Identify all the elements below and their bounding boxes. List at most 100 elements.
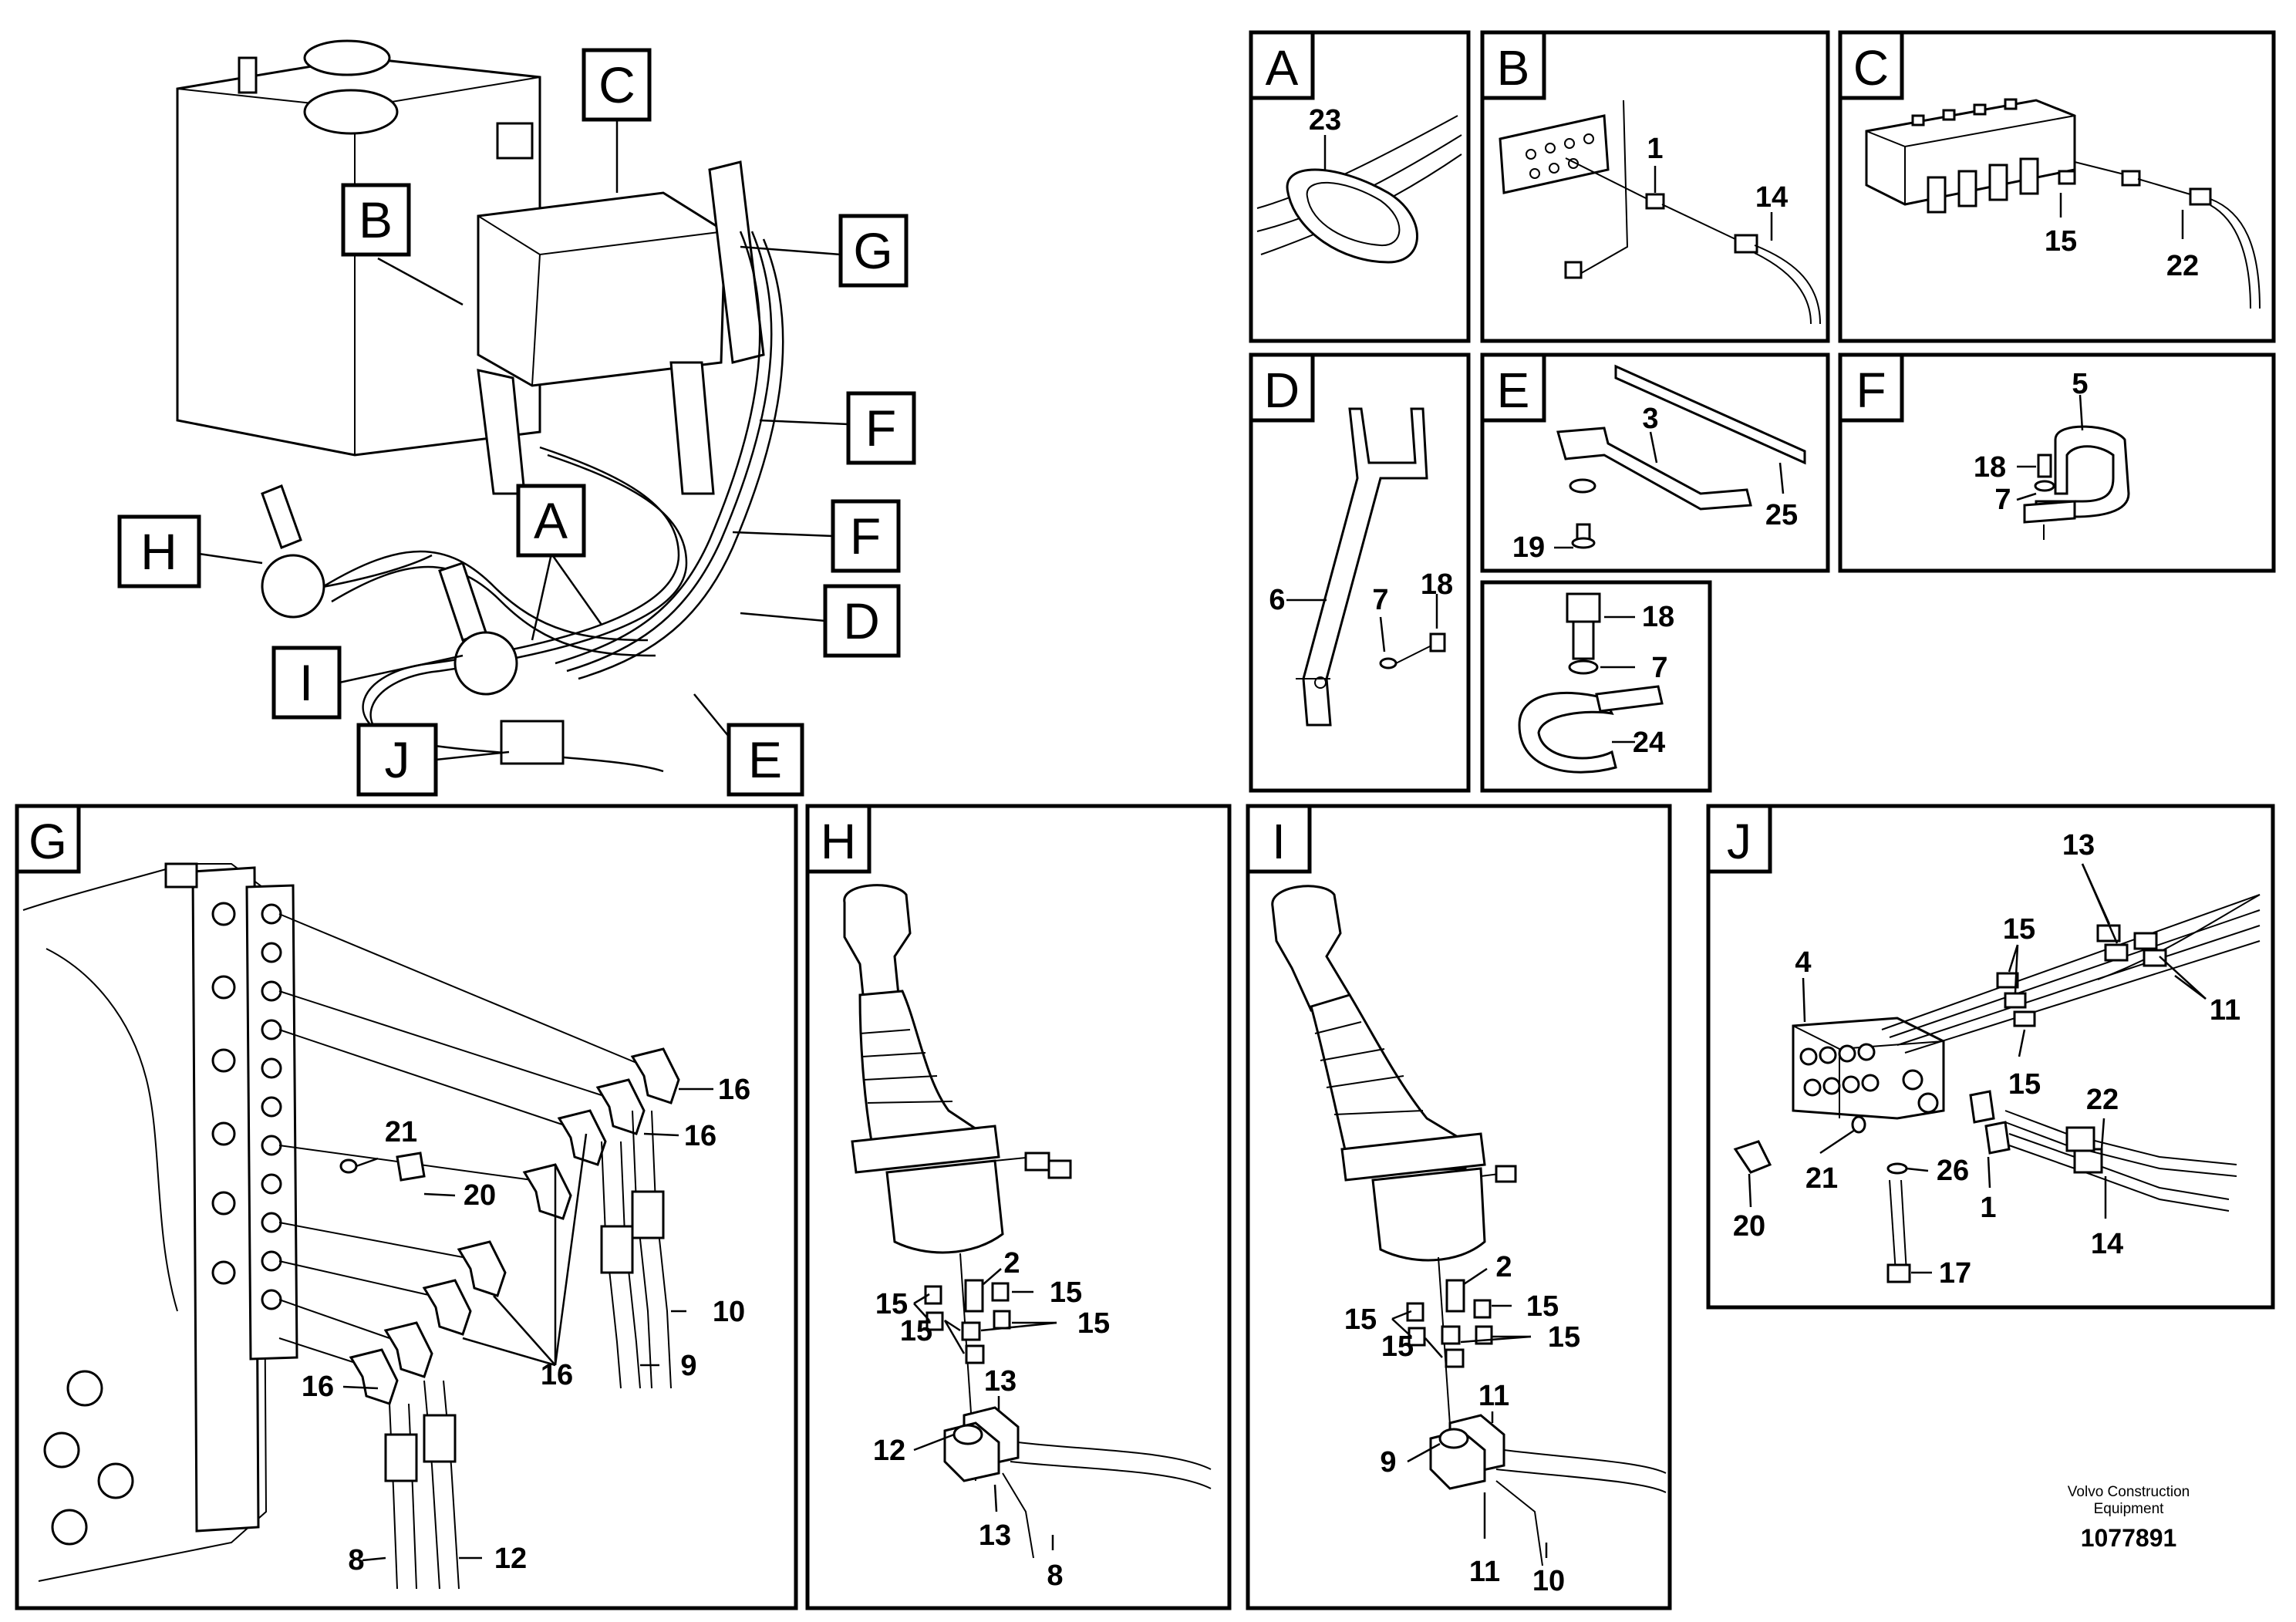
part-number-label: 15 [1344,1303,1377,1336]
part-number-label: 10 [1532,1565,1565,1597]
panel-tab-label: E [1497,363,1530,418]
part-number-label: 15 [1381,1330,1414,1363]
part-number-label: 7 [1994,484,2011,516]
part-number-label: 5 [2072,368,2088,400]
part-number-label: 9 [680,1350,696,1382]
part-number-label: 17 [1939,1257,1971,1290]
panel-tab-label: B [1497,40,1530,96]
part-number-label: 26 [1937,1155,1969,1187]
part-number-label: 12 [873,1435,905,1467]
callout-label: I [299,654,313,711]
callout-G[interactable]: G [838,214,909,288]
part-number-label: 13 [979,1519,1011,1552]
callout-A[interactable]: A [516,484,586,558]
document-number: 1077891 [2081,1524,2177,1552]
callout-label: B [359,191,393,248]
callout-label: J [385,731,410,788]
callout-C[interactable]: C [582,48,652,122]
panel-tab-label: F [1856,363,1886,418]
part-number-label: 15 [2008,1068,2041,1101]
callout-label: A [534,492,568,549]
callout-J[interactable]: J [356,723,438,797]
panel-tab-label: I [1272,814,1286,869]
part-number-label: 3 [1642,403,1658,435]
part-number-label: 12 [494,1543,527,1575]
part-number-label: 22 [2166,250,2199,282]
panel-tab-label: C [1853,40,1889,96]
part-number-label: 2 [1003,1247,1020,1280]
callout-label: G [853,222,892,279]
credit-block: Volvo Construction Equipment 1077891 [2068,1484,2190,1552]
part-number-label: 6 [1269,584,1285,616]
part-number-label: 11 [2210,994,2240,1027]
part-number-label: 15 [1548,1321,1580,1354]
panel-C: C 15 22 [1838,30,2276,343]
callout-label: E [748,731,782,788]
part-number-label: 16 [541,1359,573,1391]
part-number-label: 22 [2086,1084,2119,1116]
panel-D: D 6 7 18 [1249,352,1471,793]
panel-I: I 2 15 15 15 15 11 9 11 [1246,804,1672,1610]
part-number-label: 1 [1647,133,1663,165]
part-number-label: 21 [1805,1162,1838,1195]
callout-F-lower[interactable]: F [831,499,901,573]
callout-label: D [843,592,880,649]
panel-tab-label: H [821,814,856,869]
part-number-label: 13 [984,1365,1017,1398]
callout-B[interactable]: B [341,183,411,257]
overview-illustration [176,39,784,773]
part-number-label: 24 [1633,727,1665,759]
part-number-label: 25 [1765,499,1798,531]
part-number-label: 11 [1469,1556,1500,1588]
part-number-label: 7 [1372,584,1388,616]
part-number-label: 16 [684,1120,716,1152]
credit-line-1: Volvo Construction [2068,1484,2190,1500]
part-number-label: 23 [1309,104,1341,137]
part-number-label: 16 [302,1371,334,1403]
part-number-label: 1 [1980,1192,1996,1224]
part-number-label: 14 [2091,1228,2123,1260]
callout-H[interactable]: H [117,514,201,588]
part-number-label: 4 [1795,946,1811,979]
part-number-label: 15 [2045,225,2077,258]
part-number-label: 16 [718,1074,750,1106]
panel-A: A 23 [1249,30,1471,343]
panel-tab-label: J [1727,814,1752,869]
part-number-label: 18 [1421,568,1453,601]
part-number-label: 15 [1077,1307,1110,1340]
panel-J: J 13 [1706,804,2275,1310]
callout-label: C [598,56,636,113]
panel-B: B 1 14 [1480,30,1830,343]
part-number-label: 20 [464,1179,496,1212]
part-number-label: 7 [1651,652,1667,684]
callout-E[interactable]: E [727,723,804,797]
part-number-label: 15 [900,1315,932,1347]
part-number-label: 10 [713,1296,745,1328]
panel-G: G [15,804,798,1610]
part-number-label: 15 [1526,1290,1559,1323]
part-number-label: 14 [1755,181,1788,214]
panel-tab-label: A [1266,40,1299,96]
panel-tab-label: G [29,814,67,869]
callout-I[interactable]: I [271,646,342,720]
part-number-label: 19 [1512,531,1545,564]
part-number-label: 2 [1495,1251,1512,1283]
part-number-label: 9 [1380,1446,1396,1479]
part-number-label: 11 [1478,1380,1509,1412]
callout-label: F [850,508,881,565]
panel-tab-label: D [1264,363,1300,418]
part-number-label: 13 [2062,829,2095,862]
callout-label: F [865,400,896,457]
part-number-label: 15 [1050,1276,1082,1309]
part-number-label: 21 [385,1116,417,1148]
credit-line-2: Equipment [2094,1501,2165,1517]
callout-D[interactable]: D [823,584,901,658]
callout-label: H [140,523,177,580]
callout-F-upper[interactable]: F [846,391,916,465]
part-number-label: 18 [1974,451,2006,484]
panel-clamp-detail: 18 7 24 [1480,580,1712,793]
part-number-label: 8 [348,1544,364,1576]
part-number-label: 18 [1642,601,1674,633]
part-number-label: 8 [1047,1560,1063,1592]
